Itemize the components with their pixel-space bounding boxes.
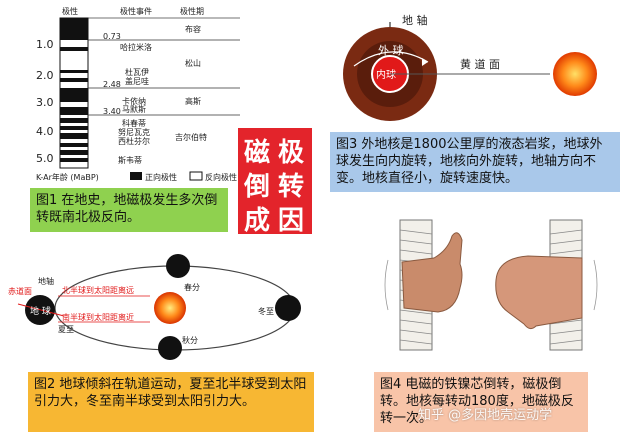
header-epoch: 极性期 — [180, 6, 204, 16]
event-6: 科春蒂 — [122, 118, 146, 128]
title-char-5: 成 — [244, 206, 271, 236]
tick-2: 2.0 — [36, 69, 54, 82]
orbit-svg: 赤道面 地轴 地 球 夏至 北半球到太阳距离远 南半球到太阳距离近 春分 冬至 … — [8, 254, 301, 360]
label-equator: 赤道面 — [8, 286, 32, 296]
event-8: 西杜芬尔 — [118, 136, 150, 146]
label-inner: 内球 — [376, 68, 396, 81]
legend-reverse: 反向极性 — [205, 172, 237, 182]
electromagnet-figure — [378, 200, 618, 370]
label-autumn: 秋分 — [182, 335, 198, 345]
legend-reverse-swatch — [189, 171, 203, 181]
event-3: 盖尼哇 — [125, 76, 149, 86]
event-2: 杜瓦伊 — [125, 67, 149, 77]
caption-figure2: 图2 地球倾斜在轨道运动，夏至北半球受到太阳引力大，冬至南半球受到太阳引力大。 — [28, 372, 314, 432]
label-ecliptic: 黄 道 面 — [460, 57, 500, 71]
label-axis: 地 轴 — [402, 13, 428, 27]
age-248: 2.48 — [103, 80, 121, 89]
header-polarity: 极性 — [62, 6, 78, 16]
electromagnet-svg — [384, 219, 598, 351]
orbit-figure: 赤道面 地轴 地 球 夏至 北半球到太阳距离远 南半球到太阳距离近 春分 冬至 … — [0, 238, 330, 368]
caption-figure1: 图1 在地史，地磁极发生多次倒转既南北极反向。 — [30, 188, 228, 232]
epoch-3: 高斯 — [185, 96, 201, 106]
label-spring: 春分 — [184, 282, 200, 292]
tick-3: 3.0 — [36, 96, 54, 109]
label-winter: 冬至 — [258, 306, 274, 316]
title-char-1: 磁 — [244, 138, 271, 168]
event-9: 斯韦蒂 — [118, 155, 142, 165]
polarity-scale-svg: 极性 极性事件 极性期 1.0 2.0 3.0 4.0 5.0 0. — [36, 6, 240, 182]
legend-normal-swatch — [130, 172, 142, 180]
epoch-2: 松山 — [185, 58, 201, 68]
caption-figure3: 图3 外地核是1800公里厚的液态岩浆，地球外球发生向内旋转，地核向外旋转，地轴… — [330, 132, 620, 192]
title-char-3: 倒 — [244, 172, 271, 202]
event-1: 哈拉米洛 — [120, 42, 152, 52]
tick-1: 1.0 — [36, 38, 54, 51]
label-axis2: 地轴 — [38, 276, 54, 286]
orbit-sun-icon — [154, 292, 186, 324]
tick-5: 5.0 — [36, 152, 54, 165]
event-7: 努尼瓦克 — [118, 127, 150, 137]
x-axis-label: K-Ar年龄 (MaBP) — [36, 172, 99, 182]
age-073: 0.73 — [103, 32, 121, 41]
title-char-2: 极 — [278, 138, 305, 168]
header-event: 极性事件 — [120, 6, 152, 16]
earth-core-svg: 地 轴 外 球 内球 黄 道 面 — [343, 13, 597, 121]
earth-winter — [275, 295, 301, 321]
watermark: 知乎 @多因地壳运动学 — [418, 408, 553, 423]
left-hand-icon — [401, 232, 463, 313]
caption-figure4: 图4 电磁的铁镍芯倒转，磁极倒转。地核每转动180度，地磁极反转一次。 — [374, 372, 588, 432]
legend-normal: 正向极性 — [145, 172, 177, 182]
label-north: 北半球到太阳距离远 — [62, 285, 134, 295]
polarity-bars — [60, 18, 88, 162]
epoch-1: 布容 — [185, 24, 201, 34]
sun-icon — [553, 52, 597, 96]
earth-autumn — [158, 336, 182, 360]
right-hand-icon — [495, 255, 583, 330]
label-earth: 地 球 — [30, 305, 51, 317]
title-char-4: 转 — [278, 172, 305, 202]
epoch-4: 吉尔伯特 — [175, 132, 207, 142]
event-5: 马默斯 — [122, 104, 146, 114]
polarity-scale-figure: 极性 极性事件 极性期 1.0 2.0 3.0 4.0 5.0 0. — [0, 0, 250, 190]
label-south: 南半球到太阳距离近 — [62, 312, 134, 322]
title-block: 磁 极 倒 转 成 因 — [238, 128, 312, 236]
age-340: 3.40 — [103, 107, 121, 116]
event-4: 卡依纳 — [122, 96, 146, 106]
label-summer: 夏至 — [58, 325, 74, 334]
title-char-6: 因 — [278, 206, 305, 236]
earth-spring — [166, 254, 190, 278]
label-outer: 外 球 — [378, 43, 404, 57]
earth-core-figure: 地 轴 外 球 内球 黄 道 面 — [330, 0, 620, 132]
tick-4: 4.0 — [36, 125, 54, 138]
